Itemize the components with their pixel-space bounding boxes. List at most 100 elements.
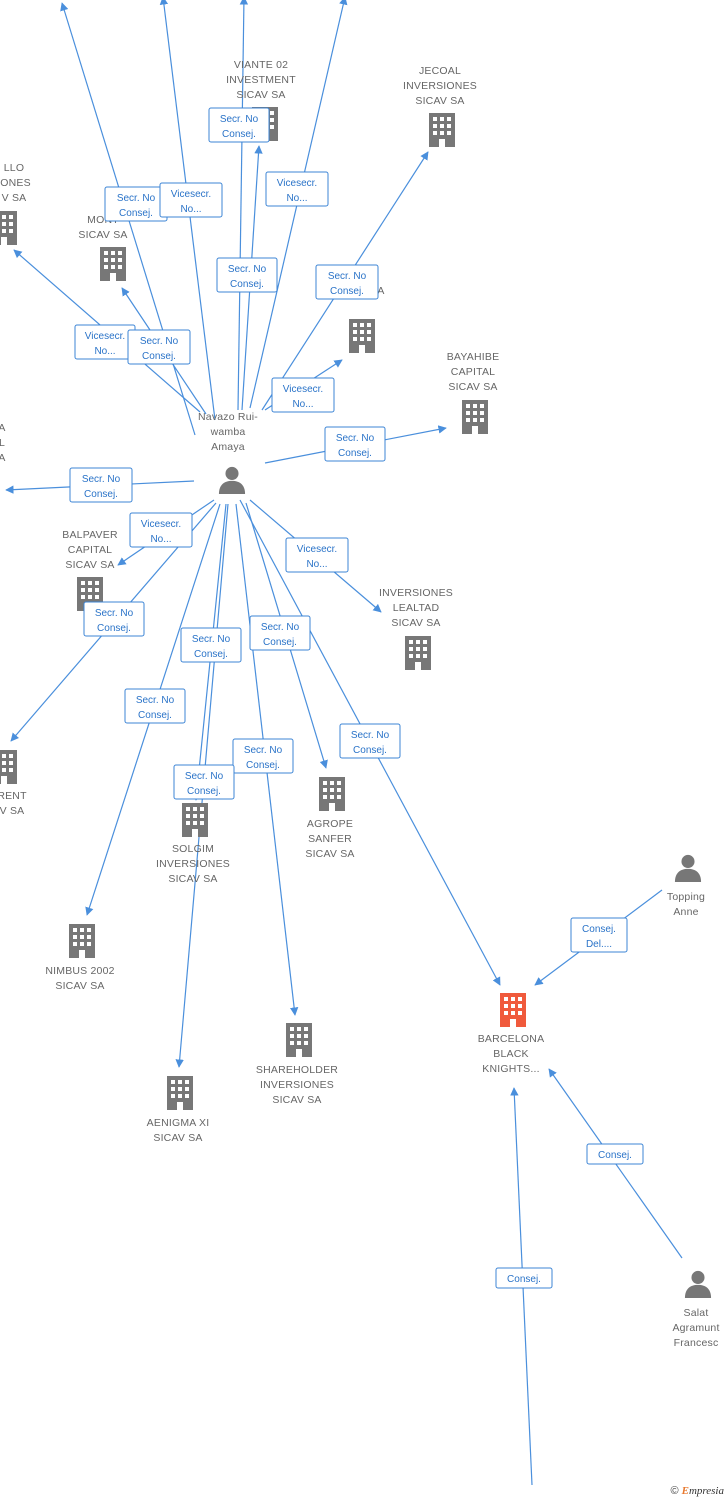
building-icon [182,803,208,837]
edge-label-box [180,627,242,663]
building-icon [0,750,17,784]
edge-label-text: Consej.Del.... [582,924,616,950]
copyright-symbol: © [670,1485,679,1497]
edge-label-box [124,688,186,724]
edge-role-label[interactable]: Vicesecr.No... [265,171,329,207]
building-icon [462,400,488,434]
edge-role-label[interactable]: Vicesecr.No... [74,324,136,360]
building-icon [429,113,455,147]
edge-label-box [232,738,294,774]
edge-role-label[interactable]: Consej. [586,1143,644,1165]
edge-label-box [265,171,329,207]
building-icon [500,993,526,1027]
brand-logo: Empresia [681,1485,724,1497]
edge-role-label[interactable]: Vicesecr.No... [129,512,193,548]
edge-label-text: Consej. [507,1274,541,1285]
edge-label-box [570,917,628,953]
edge-role-label[interactable]: Vicesecr.No... [271,377,335,413]
person-icon [674,854,702,882]
person-icon [684,1270,712,1298]
edge-role-label[interactable]: Consej.Del.... [570,917,628,953]
edge-role-label[interactable]: Vicesecr.No... [159,182,223,218]
edge-label-box [69,467,133,503]
edge-label-box [159,182,223,218]
edge-label-box [339,723,401,759]
edge-label-box [216,257,278,293]
edge-role-label[interactable]: Consej. [495,1267,553,1289]
edge-label-text: Vicesecr.No... [277,178,317,204]
building-icon [0,211,17,245]
person-icon [218,466,246,494]
building-icon [167,1076,193,1110]
edge-label-text: Vicesecr.No... [141,519,181,545]
building-icon [405,636,431,670]
edge-label-text: Vicesecr.No... [283,384,323,410]
edge-label-box [208,107,270,143]
edge-role-label[interactable]: Vicesecr.No... [285,537,349,573]
edge-label-box [586,1143,644,1165]
copyright-notice[interactable]: © Empresia [670,1485,724,1497]
edge-label-box [83,601,145,637]
edge-label-box [127,329,191,365]
edge-label-box [315,264,379,300]
edge-label-text: Vicesecr.No... [297,544,337,570]
relationship-edge [237,0,249,411]
